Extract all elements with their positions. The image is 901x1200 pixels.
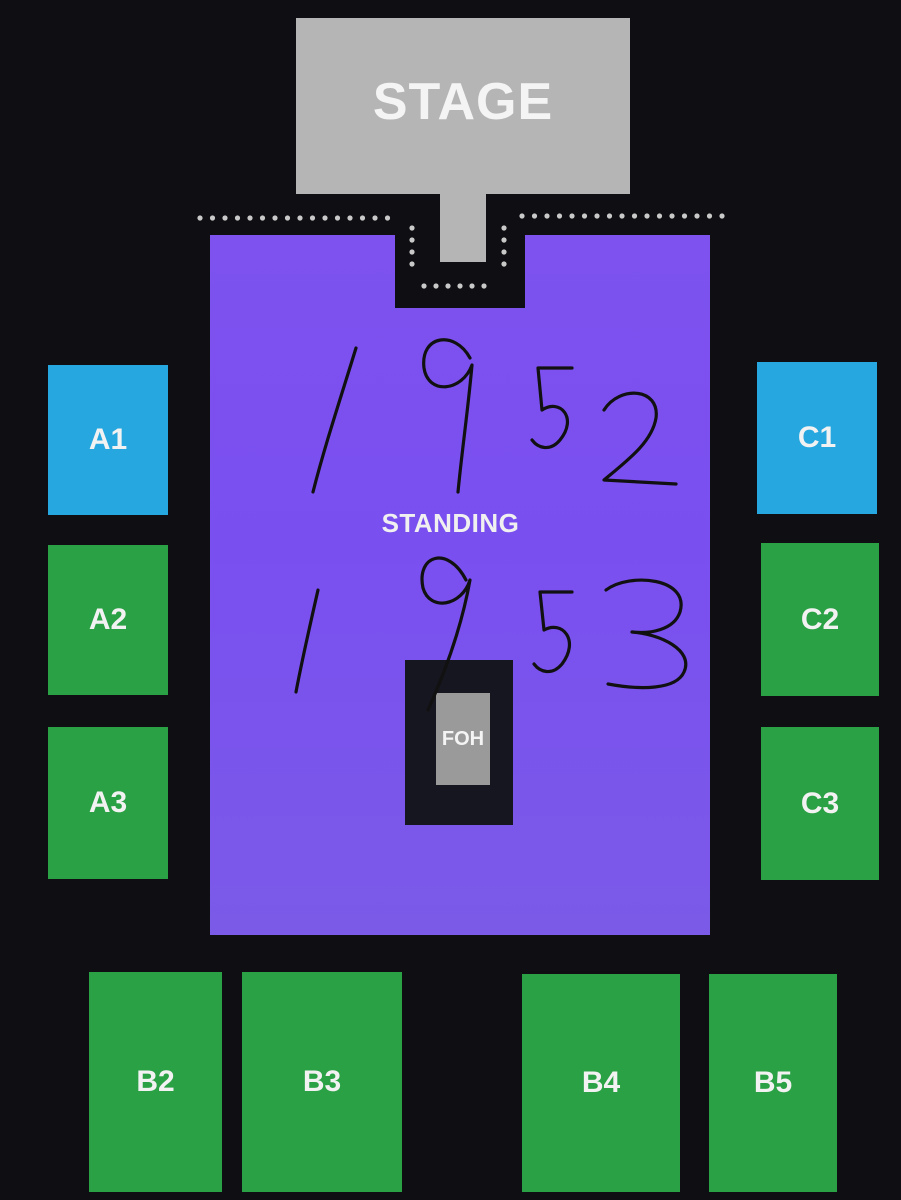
section-a3-label: A3	[88, 786, 128, 819]
section-b2-label: B2	[136, 1065, 175, 1098]
barrier-dot	[297, 215, 303, 221]
section-b5-label: B5	[753, 1066, 793, 1099]
barrier-dot	[719, 213, 725, 219]
barrier-dot	[384, 215, 391, 221]
section-b5[interactable]: B5	[709, 974, 837, 1192]
section-b3[interactable]: B3	[242, 972, 402, 1192]
section-a1-label: A1	[88, 423, 128, 456]
barrier-dot	[259, 215, 266, 221]
stage: STAGE	[296, 18, 630, 194]
barrier-dot	[531, 213, 538, 219]
barrier-dot	[272, 215, 278, 221]
stage-runway-top	[440, 190, 486, 262]
barrier-dot	[334, 215, 341, 221]
barrier-dot	[247, 215, 253, 221]
barrier-dot	[359, 215, 366, 221]
section-c2[interactable]: C2	[761, 543, 879, 696]
section-a3[interactable]: A3	[48, 727, 168, 879]
section-b4[interactable]: B4	[522, 974, 680, 1192]
section-c3-label: C3	[800, 786, 840, 820]
section-a2-label: A2	[88, 603, 128, 636]
barrier-dot	[581, 213, 588, 219]
barrier-dot	[347, 215, 353, 221]
section-b2[interactable]: B2	[89, 972, 222, 1192]
barrier-dot	[322, 215, 328, 221]
barrier-dot	[656, 213, 663, 219]
barrier-dot	[222, 215, 228, 221]
section-b3-label: B3	[302, 1065, 342, 1098]
section-b4-label: B4	[581, 1066, 621, 1099]
standing-label: STANDING	[381, 508, 520, 538]
barrier-dot	[606, 213, 613, 219]
barrier-dot	[197, 215, 203, 221]
barrier-dot	[706, 213, 713, 219]
barrier-dot	[644, 213, 650, 219]
section-c1[interactable]: C1	[757, 362, 877, 514]
stage-label: STAGE	[372, 73, 554, 131]
barrier-dot	[681, 213, 688, 219]
barrier-dot	[284, 215, 291, 221]
foh-label: FOH	[441, 727, 485, 750]
section-c1-label: C1	[797, 421, 837, 454]
standing-floor[interactable]	[210, 235, 710, 935]
barrier-dot	[619, 213, 625, 219]
barrier-dot	[631, 213, 638, 219]
barrier-dot	[544, 213, 550, 219]
barrier-dot	[234, 215, 241, 221]
section-a2[interactable]: A2	[48, 545, 168, 695]
barrier-dot	[309, 215, 316, 221]
section-c2-label: C2	[800, 602, 840, 636]
section-c3[interactable]: C3	[761, 727, 879, 880]
barrier-dot	[594, 213, 600, 219]
section-a1[interactable]: A1	[48, 365, 168, 515]
barrier-dot	[556, 213, 563, 219]
foh-mix-position: FOH	[436, 693, 490, 785]
barrier-dot	[569, 213, 575, 219]
barrier-dot	[669, 213, 675, 219]
barrier-dot	[694, 213, 700, 219]
barrier-dot	[372, 215, 378, 221]
barrier-dot	[209, 215, 216, 221]
